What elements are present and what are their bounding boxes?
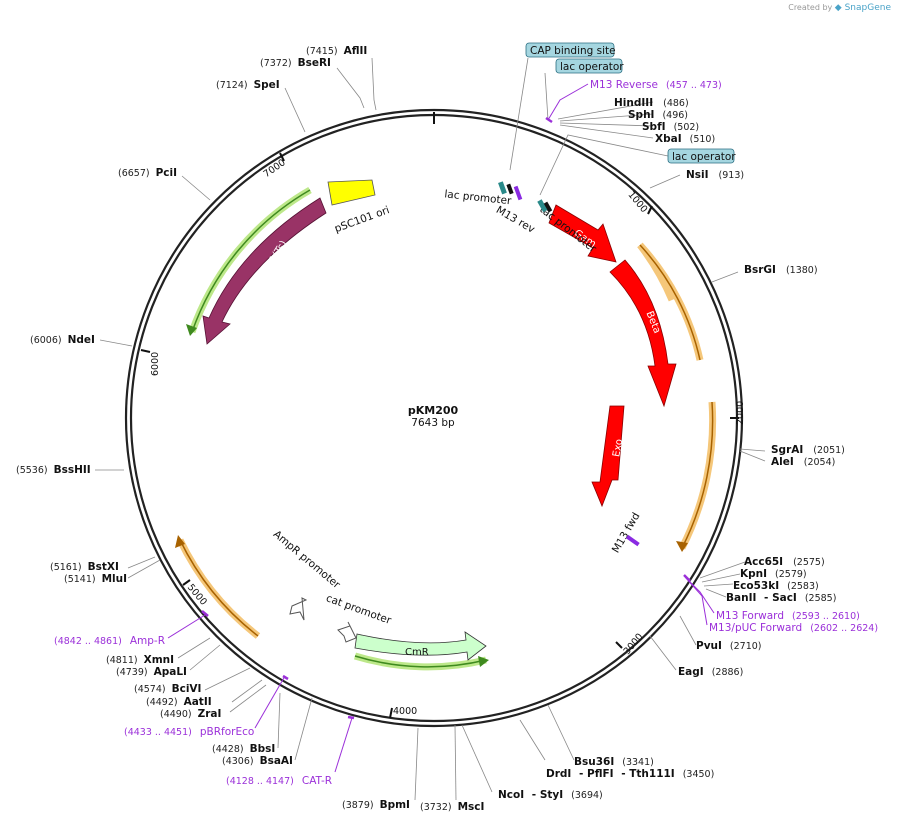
site-banii-saci[interactable]: BanII - SacI(2585) bbox=[726, 592, 836, 604]
primer-leaders bbox=[167, 83, 715, 773]
lac-region-glyphs bbox=[498, 181, 640, 547]
site-hindiii[interactable]: HindIII(486) bbox=[614, 97, 689, 109]
site-eagi[interactable]: EagI(2886) bbox=[678, 666, 743, 678]
site-drdi-pflfi-tth111i[interactable]: DrdI - PflFI - Tth111I(3450) bbox=[546, 768, 714, 780]
site-bsshii[interactable]: (5536)BssHII bbox=[16, 464, 91, 476]
lac-operator-label-2: lac operator bbox=[672, 151, 736, 163]
site-bstxi[interactable]: (5161)BstXI bbox=[50, 561, 119, 573]
tick-label-4000: 4000 bbox=[393, 706, 417, 717]
site-ncoi-styi[interactable]: NcoI - StyI(3694) bbox=[498, 789, 603, 801]
site-sbfi[interactable]: SbfI(502) bbox=[642, 121, 699, 133]
site-bpmi[interactable]: (3879)BpmI bbox=[342, 799, 410, 811]
cat-promoter-arrow bbox=[337, 621, 357, 643]
site-bsrgi[interactable]: BsrGI(1380) bbox=[744, 264, 818, 276]
primer-m13-puc-forward[interactable]: M13/pUC Forward(2602 .. 2624) bbox=[709, 622, 878, 634]
gam-arrow[interactable] bbox=[548, 204, 617, 263]
lac-operator-box-1[interactable]: lac operator bbox=[555, 58, 624, 74]
site-spei[interactable]: (7124)SpeI bbox=[216, 79, 280, 91]
credit-prefix: Created by bbox=[788, 3, 833, 12]
primer-amp-r[interactable]: (4842 .. 4861)Amp-R bbox=[54, 635, 165, 647]
cmr-arrow[interactable] bbox=[354, 631, 487, 661]
site-labels-right: NcoI - StyI(3694) Bsu36I(3341) DrdI - Pf… bbox=[498, 97, 845, 801]
site-labels-left: (7415)AflII (7372)BseRI (7124)SpeI (6657… bbox=[16, 45, 484, 813]
site-sgrai[interactable]: SgrAI(2051) bbox=[771, 444, 845, 456]
lac-operator-box-2[interactable]: lac operator bbox=[667, 148, 736, 164]
site-aatii[interactable]: (4492)AatII bbox=[146, 696, 212, 708]
site-acc65i[interactable]: Acc65I(2575) bbox=[744, 556, 825, 568]
site-mlui[interactable]: (5141)MluI bbox=[64, 573, 127, 585]
site-zrai[interactable]: (4490)ZraI bbox=[160, 708, 221, 720]
site-apali[interactable]: (4739)ApaLI bbox=[116, 666, 187, 678]
plasmid-name: pKM200 bbox=[408, 404, 459, 417]
plasmid-length: 7643 bp bbox=[411, 417, 455, 429]
leader-lines bbox=[95, 57, 766, 801]
site-xbai[interactable]: XbaI(510) bbox=[655, 133, 715, 145]
site-kpni[interactable]: KpnI(2579) bbox=[740, 568, 807, 580]
site-bseri[interactable]: (7372)BseRI bbox=[260, 57, 331, 69]
primer-marks bbox=[201, 116, 691, 720]
site-bcivi[interactable]: (4574)BciVI bbox=[134, 683, 201, 695]
snapgene-credit: Created by ◆ SnapGene bbox=[788, 3, 891, 13]
primer-cat-r[interactable]: (4128 .. 4147)CAT-R bbox=[226, 775, 332, 787]
site-alei[interactable]: AleI(2054) bbox=[771, 456, 835, 468]
m13-fwd-label: M13 fwd bbox=[610, 511, 643, 556]
cap-binding-site-box[interactable]: CAP binding site bbox=[525, 42, 616, 58]
tick-marks bbox=[140, 152, 739, 719]
m13-rev-label: M13 rev bbox=[494, 204, 537, 236]
credit-brand: SnapGene bbox=[844, 3, 891, 13]
green-arrowhead-rep bbox=[186, 324, 197, 336]
backbone-outer bbox=[124, 108, 744, 728]
lac-operator-label-1: lac operator bbox=[560, 61, 624, 73]
primer-pbrforeco[interactable]: (4433 .. 4451)pBRforEco bbox=[124, 726, 254, 738]
green-arrowhead-cm bbox=[478, 656, 489, 667]
cat-promoter-label: cat promoter bbox=[324, 592, 393, 627]
orange-arcs bbox=[176, 186, 717, 671]
exo-arrow[interactable] bbox=[591, 405, 625, 508]
site-bsu36i[interactable]: Bsu36I(3341) bbox=[574, 756, 654, 768]
snapgene-logo: ◆ SnapGene bbox=[834, 3, 891, 13]
site-aflii[interactable]: (7415)AflII bbox=[306, 45, 367, 57]
site-eco53ki[interactable]: Eco53kI(2583) bbox=[733, 580, 819, 592]
cap-binding-site-label: CAP binding site bbox=[530, 45, 616, 57]
cmr-label: CmR bbox=[405, 647, 429, 658]
site-xmni[interactable]: (4811)XmnI bbox=[106, 654, 174, 666]
rep101-arrow[interactable] bbox=[202, 197, 327, 345]
site-pcii[interactable]: (6657)PciI bbox=[118, 167, 177, 179]
tick-label-2000: 2000 bbox=[735, 401, 746, 425]
orange-arrowhead-right bbox=[676, 541, 688, 552]
exo-label: Exo bbox=[611, 438, 625, 458]
tick-label-6000: 6000 bbox=[150, 352, 161, 376]
site-nsii[interactable]: NsiI(913) bbox=[686, 169, 744, 181]
primer-m13-forward[interactable]: M13 Forward(2593 .. 2610) bbox=[716, 610, 860, 622]
site-msci[interactable]: (3732)MscI bbox=[420, 801, 484, 813]
site-sphi[interactable]: SphI(496) bbox=[628, 109, 688, 121]
site-ndei[interactable]: (6006)NdeI bbox=[30, 334, 95, 346]
site-pvui[interactable]: PvuI(2710) bbox=[696, 640, 762, 652]
site-bsaai[interactable]: (4306)BsaAI bbox=[222, 755, 293, 767]
site-bbsi[interactable]: (4428)BbsI bbox=[212, 743, 275, 755]
beta-arrow[interactable] bbox=[609, 259, 677, 408]
ampr-promoter-label: AmpR promoter bbox=[271, 528, 343, 591]
psc101-ori-label: pSC101 ori bbox=[333, 204, 391, 235]
ampr-promoter-arrow bbox=[289, 597, 308, 621]
primer-m13-reverse[interactable]: M13 Reverse(457 .. 473) bbox=[590, 79, 722, 91]
orange-arrowhead-left bbox=[175, 535, 185, 548]
psc101-ori-box[interactable] bbox=[327, 179, 376, 206]
